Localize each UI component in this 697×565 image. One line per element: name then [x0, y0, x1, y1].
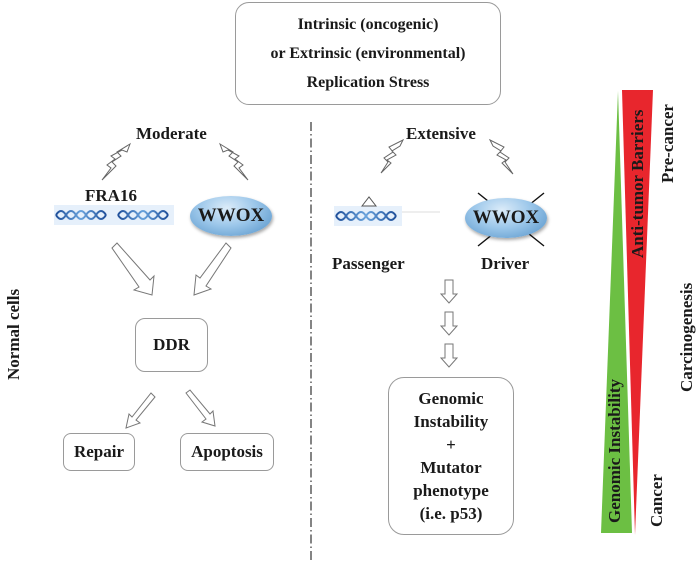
anti-tumor-barriers-label: Anti-tumor Barriers [628, 109, 647, 258]
outcome-line-3: + [446, 435, 456, 454]
extensive-label: Extensive [406, 124, 476, 143]
pre-cancer-label: Pre-cancer [658, 104, 677, 183]
genomic-instability-wedge [601, 91, 632, 533]
normal-cells-label: Normal cells [4, 288, 23, 380]
ddr-label: DDR [153, 335, 190, 354]
arrow-ddr-to-apoptosis [185, 389, 216, 427]
deletion-triangle-icon [360, 196, 378, 207]
outcome-line-5: phenotype [413, 481, 489, 500]
arrow-wwox-to-ddr [193, 242, 232, 296]
genomic-instability-label: Genomic Instability [605, 378, 624, 523]
repair-label: Repair [73, 442, 125, 461]
genomic-instability-box: Genomic Instability + Mutator phenotype … [388, 377, 514, 535]
passenger-label: Passenger [332, 254, 405, 273]
replication-stress-line-3: Replication Stress [306, 74, 430, 91]
wwox-driver-node: WWOX [465, 198, 547, 238]
repair-box: Repair [63, 433, 135, 471]
wwox-driver-label: WWOX [472, 207, 540, 228]
carcinogenesis-label: Carcinogenesis [677, 282, 696, 392]
dna-helix-icon-fra16 [54, 205, 174, 225]
moderate-label: Moderate [136, 124, 207, 143]
anti-tumor-barriers-wedge [622, 90, 653, 535]
driver-label: Driver [481, 254, 530, 273]
apoptosis-box: Apoptosis [180, 433, 274, 471]
fra16-label: FRA16 [85, 186, 137, 205]
outcome-line-1: Genomic [418, 389, 484, 408]
outcome-line-2: Instability [413, 412, 489, 431]
arrow-down-1 [439, 279, 459, 304]
outcome-line-4: Mutator [420, 458, 482, 477]
replication-stress-box: Intrinsic (oncogenic) or Extrinsic (envi… [235, 2, 501, 105]
lightning-icon-right-1 [380, 138, 405, 174]
outcome-line-6: (i.e. p53) [419, 504, 483, 523]
arrow-fra16-to-ddr [111, 242, 155, 296]
apoptosis-label: Apoptosis [191, 442, 263, 461]
replication-stress-line-1: Intrinsic (oncogenic) [297, 16, 439, 33]
arrow-down-2 [439, 311, 459, 336]
cancer-label: Cancer [647, 474, 666, 527]
lightning-icon-left-2 [219, 142, 249, 181]
wwox-gene-node: WWOX [190, 196, 272, 236]
ddr-box: DDR [135, 318, 208, 372]
dna-helix-icon-passenger [334, 206, 402, 226]
arrow-ddr-to-repair [125, 392, 156, 429]
replication-stress-line-2: or Extrinsic (environmental) [270, 45, 466, 62]
arrow-down-3 [439, 343, 459, 368]
lightning-icon-left-1 [101, 142, 131, 181]
wwox-label: WWOX [197, 205, 265, 226]
lightning-icon-right-2 [488, 138, 514, 175]
